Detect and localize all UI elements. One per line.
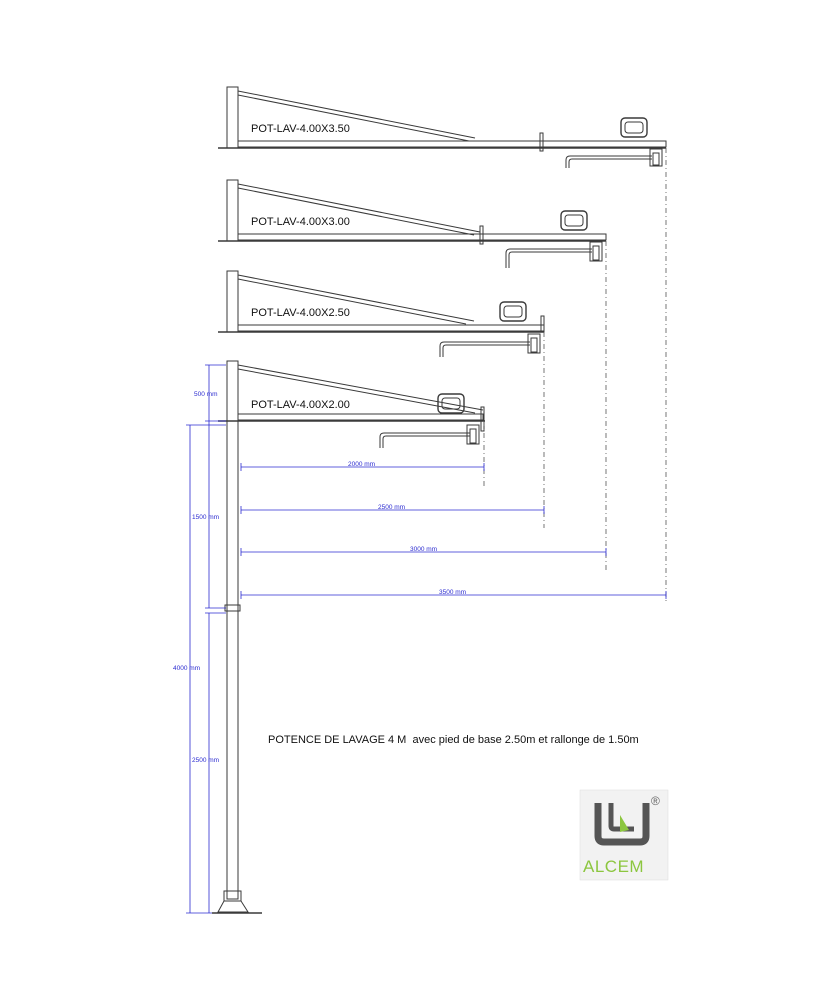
boom-3-50 bbox=[237, 140, 667, 148]
boom-2-00 bbox=[237, 413, 484, 421]
model-ref: POT-LAV-4.00X2.50 bbox=[251, 307, 350, 319]
pivot-inner-3-00 bbox=[592, 245, 600, 261]
mast-top-3-00 bbox=[226, 179, 239, 242]
model-2-00: POT-LAV-4.00X2.00 bbox=[218, 364, 485, 486]
boom-end-2-00 bbox=[480, 406, 485, 432]
swing-arm-inner-3-00 bbox=[508, 251, 592, 268]
swing-arm-2-00 bbox=[379, 432, 470, 448]
model-ref: POT-LAV-4.00X3.50 bbox=[251, 123, 350, 135]
tie-rod-2-50 bbox=[237, 274, 475, 322]
dim-reach-3000: 3000 mm bbox=[410, 546, 437, 553]
dim-total: 4000 mm bbox=[173, 665, 200, 672]
pivot-3-50 bbox=[649, 148, 663, 167]
horizontal-dimensions: 2000 mm 2500 mm 3000 mm 3500 mm bbox=[240, 461, 667, 599]
swing-arm-inner-3-50 bbox=[568, 158, 652, 168]
lamp-lens-3-50 bbox=[624, 121, 644, 134]
lamp-2-50 bbox=[499, 301, 527, 322]
tie-rod-3-50 bbox=[237, 90, 476, 139]
model-3-50: POT-LAV-4.00X3.50 bbox=[218, 86, 667, 604]
swing-arm-inner-2-50 bbox=[442, 344, 530, 357]
swing-arm-2-50 bbox=[439, 341, 530, 357]
lamp-lens-3-00 bbox=[564, 214, 584, 227]
vertical-dimensions: 500 mm 1500 mm 4000 mm 2500 mm bbox=[173, 364, 226, 914]
logo-mark-icon bbox=[594, 803, 650, 846]
pivot-3-00 bbox=[589, 241, 603, 262]
model-ref: POT-LAV-4.00X3.00 bbox=[251, 216, 350, 228]
lamp-lens-2-00 bbox=[441, 397, 461, 410]
lamp-3-00 bbox=[560, 210, 588, 231]
alcem-logo: ALCEM ® bbox=[579, 789, 669, 881]
pivot-2-50 bbox=[527, 333, 541, 354]
tie-rod-inner-3-00 bbox=[237, 187, 475, 236]
lamp-3-50 bbox=[620, 117, 648, 138]
dim-base: 2500 mm bbox=[192, 757, 219, 764]
pivot-inner-2-50 bbox=[530, 337, 538, 353]
tie-rod-inner-3-50 bbox=[237, 94, 470, 142]
drawing-caption: POTENCE DE LAVAGE 4 M avec pied de base … bbox=[268, 734, 639, 746]
swing-arm-3-00 bbox=[505, 248, 592, 268]
mast-base bbox=[226, 610, 239, 900]
dim-extension: 1500 mm bbox=[192, 514, 219, 521]
boom-2-50 bbox=[237, 324, 545, 332]
dim-reach-3500: 3500 mm bbox=[439, 589, 466, 596]
mast-top-2-50 bbox=[226, 270, 239, 333]
tie-rod-inner-2-00 bbox=[237, 368, 476, 414]
mast-extension bbox=[226, 360, 239, 612]
lamp-lens-2-50 bbox=[503, 305, 523, 318]
dim-reach-2000: 2000 mm bbox=[348, 461, 375, 468]
dim-reach-2500: 2500 mm bbox=[378, 504, 405, 511]
logo-brand: ALCEM bbox=[583, 857, 644, 876]
registered-mark: ® bbox=[651, 794, 660, 808]
model-3-00: POT-LAV-4.00X3.00 bbox=[218, 179, 607, 570]
mast bbox=[212, 360, 262, 914]
boom-end-2-50 bbox=[540, 315, 545, 333]
foot-gusset bbox=[217, 900, 249, 913]
boom-joint-3-00 bbox=[479, 225, 484, 245]
lamp-2-00 bbox=[437, 393, 465, 414]
model-ref: POT-LAV-4.00X2.00 bbox=[251, 399, 350, 411]
pivot-inner-2-00 bbox=[469, 428, 477, 444]
swing-arm-inner-2-00 bbox=[382, 435, 470, 448]
mast-top-3-50 bbox=[226, 86, 239, 149]
foot-collar bbox=[223, 890, 242, 902]
pivot-inner-3-50 bbox=[652, 152, 660, 166]
tie-rod-inner-2-50 bbox=[237, 278, 467, 325]
boom-joint-3-50 bbox=[539, 132, 544, 152]
model-2-50: POT-LAV-4.00X2.50 bbox=[218, 270, 545, 528]
pivot-2-00 bbox=[466, 424, 480, 445]
boom-3-00 bbox=[237, 233, 607, 241]
tie-rod-3-00 bbox=[237, 183, 481, 233]
swing-arm-3-50 bbox=[565, 155, 652, 168]
dim-top-segment: 500 mm bbox=[194, 391, 217, 398]
